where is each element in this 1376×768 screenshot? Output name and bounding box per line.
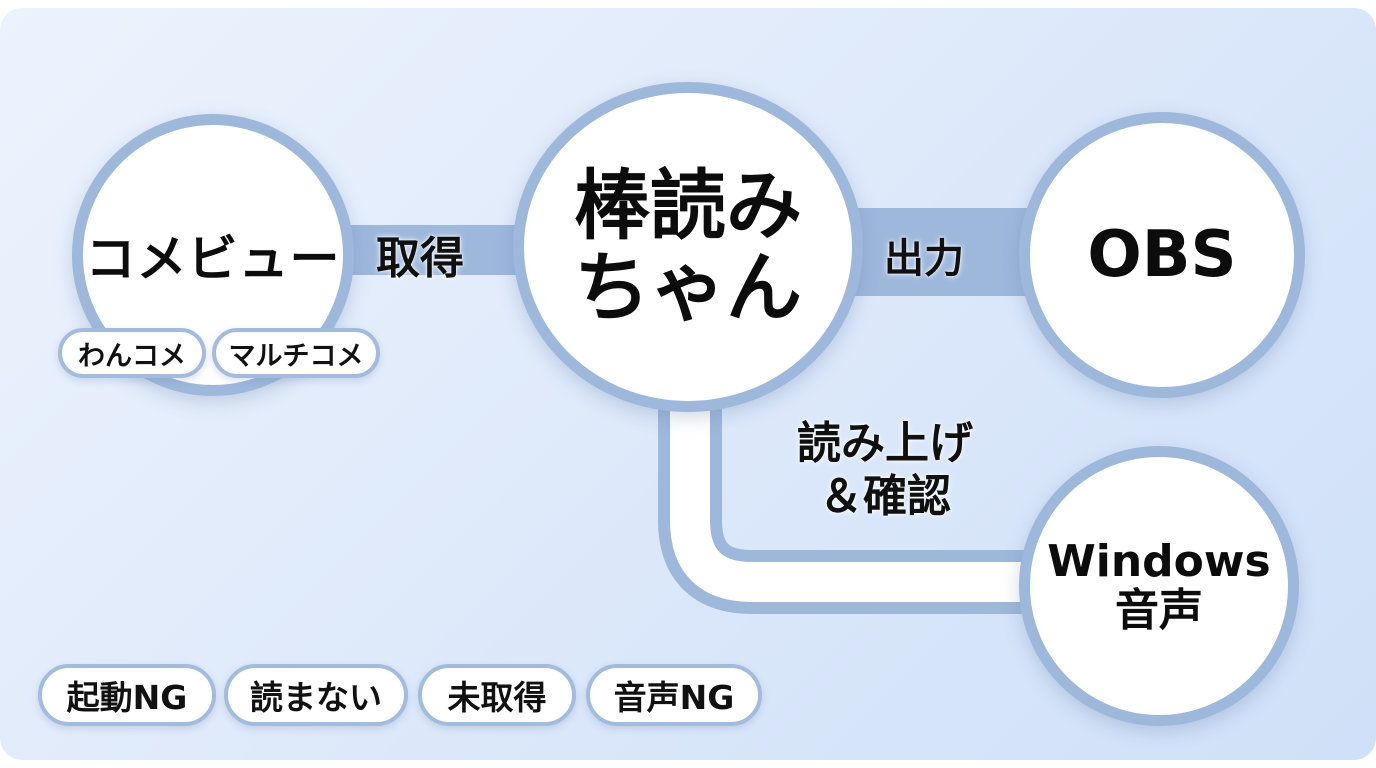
source-pill-multicome: マルチコメ	[212, 328, 380, 378]
node-windows-label-line1: Windows	[1047, 535, 1271, 587]
issue-pill-not-acquired: 未取得	[418, 664, 576, 726]
edge-label-read-line1: 読み上げ	[797, 418, 973, 469]
node-bouyomi-label-line2: ちゃん	[574, 243, 802, 332]
node-windows-audio: Windows 音声	[1019, 446, 1299, 726]
issue-pill-launch-ng: 起動NG	[38, 664, 216, 726]
node-windows-label-line2: 音声	[1115, 585, 1203, 636]
edge-label-read-line2: ＆確認	[819, 470, 951, 522]
issue-pill-audio-ng: 音声NG	[586, 664, 762, 726]
issue-pill-not-reading: 読まない	[224, 664, 408, 726]
node-bouyomi-chan: 棒読み ちゃん	[513, 82, 863, 412]
edge-label-get: 取得	[376, 233, 464, 284]
edge-label-read-confirm: 読み上げ ＆確認	[760, 418, 1010, 524]
link-bouyomi-windows-inner	[670, 400, 1040, 602]
source-pill-wancome: わんコメ	[58, 328, 206, 378]
node-obs: OBS	[1019, 112, 1305, 398]
edge-label-output: 出力	[884, 236, 964, 282]
node-bouyomi-label-line1: 棒読み	[574, 160, 802, 250]
node-comeview-label: コメビュー	[85, 230, 341, 288]
node-obs-label: OBS	[1087, 218, 1237, 292]
